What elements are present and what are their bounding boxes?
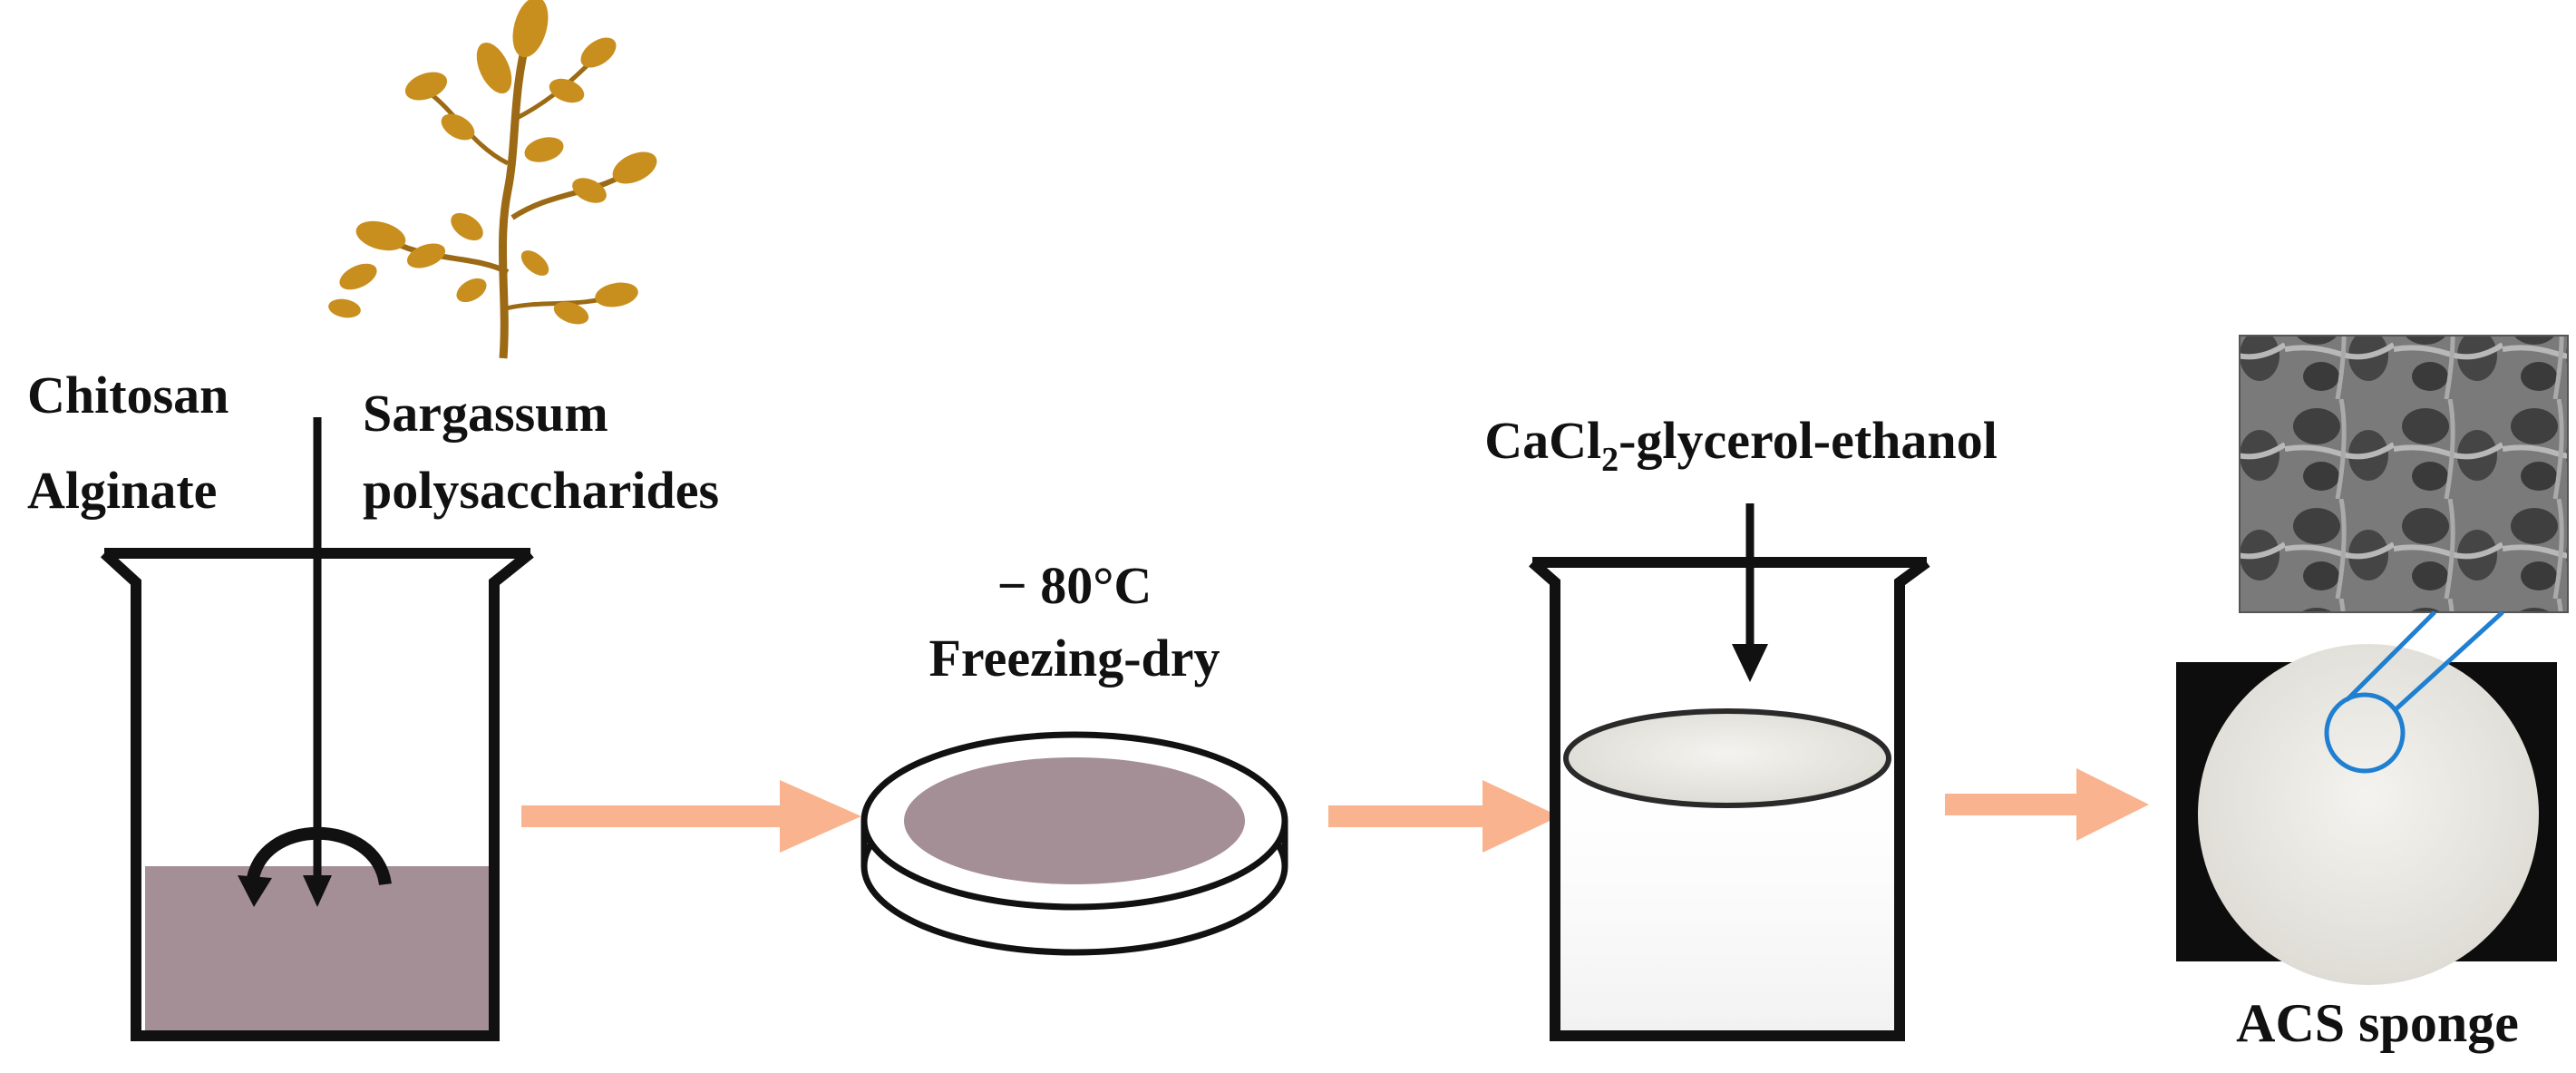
flow-arrow-2	[1328, 780, 1560, 853]
down-arrow-icon	[1732, 503, 1768, 682]
freezing-dry-label: Freezing-dry	[928, 629, 1220, 688]
beaker-icon	[1529, 557, 1930, 1041]
chitosan-label: Chitosan	[27, 366, 228, 424]
sponge-disc-icon	[2176, 644, 2557, 985]
crosslinker-label: CaCl2-glycerol-ethanol	[1484, 411, 1998, 479]
sargassum-label: Sargassum	[363, 384, 608, 443]
temperature-label: − 80°C	[997, 556, 1152, 615]
flow-arrow-1	[521, 780, 861, 853]
polysaccharides-label: polysaccharides	[363, 461, 719, 520]
product-label: ACS sponge	[2236, 993, 2519, 1053]
zoom-callout	[2324, 610, 2504, 774]
flow-arrow-3	[1945, 768, 2149, 841]
stirring-arrow-icon	[238, 417, 392, 907]
seaweed-icon	[328, 0, 657, 359]
alginate-label: Alginate	[27, 461, 217, 520]
sem-micrograph-icon	[2239, 335, 2569, 613]
petri-dish-icon	[860, 731, 1288, 956]
